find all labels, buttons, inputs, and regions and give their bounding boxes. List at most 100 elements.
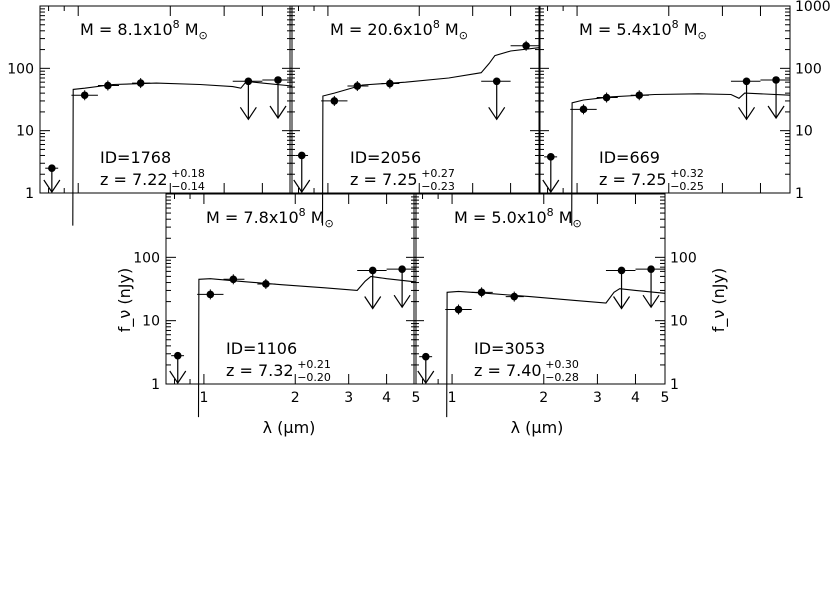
upper-limit-arrowhead xyxy=(642,294,660,309)
y-tick-label: 100 xyxy=(670,250,697,266)
x-tick-label: 4 xyxy=(382,390,391,406)
x-axis-label-right: λ (μm) xyxy=(511,418,564,437)
panel-frame xyxy=(165,193,417,385)
detection-point xyxy=(353,82,362,90)
object-id-label: ID=3053 xyxy=(474,339,545,358)
detection-point xyxy=(330,97,339,105)
y-tick-label: 10 xyxy=(142,314,160,330)
redshift-lower-error: −0.14 xyxy=(171,180,205,193)
mass-label: M = 5.4x108 M⊙ xyxy=(579,18,707,42)
detection-point xyxy=(206,290,215,299)
x-axis-label: λ (μm) xyxy=(263,418,316,437)
redshift-label: z = 7.25 xyxy=(599,170,667,189)
redshift-upper-error: +0.27 xyxy=(421,167,455,180)
x-tick-label: 5 xyxy=(661,390,670,406)
upper-limit-arrowhead xyxy=(239,106,257,121)
y-axis-label: f_ν (nJy) xyxy=(115,268,135,332)
redshift-label: z = 7.40 xyxy=(474,361,542,380)
detection-point xyxy=(602,93,611,102)
upper-limit-arrowhead xyxy=(269,105,287,120)
y-tick-label: 100 xyxy=(133,250,160,266)
object-id-label: ID=1106 xyxy=(226,339,297,358)
redshift-lower-error: −0.23 xyxy=(421,180,455,193)
y-tick-label: 1 xyxy=(795,186,804,202)
mass-label: M = 7.8x108 M⊙ xyxy=(206,206,334,230)
x-tick-label: 2 xyxy=(539,390,548,406)
y-tick-label: 100 xyxy=(7,61,34,77)
upper-limit-arrowhead xyxy=(169,370,187,385)
redshift-lower-error: −0.25 xyxy=(670,180,704,193)
y-tick-label: 1 xyxy=(151,377,160,393)
y-axis-label: f_ν (nJy) xyxy=(709,268,729,332)
redshift-upper-error: +0.21 xyxy=(297,358,331,371)
sed-panel: 1 10 100 1 2 3 4 5 M = 5.0x108 M⊙ ID=3053 z = 7.40… xyxy=(413,193,697,418)
redshift-upper-error: +0.30 xyxy=(545,358,579,371)
object-id-label: ID=1768 xyxy=(100,148,171,167)
panels-layer: 1 10 100 M = 8.1x108 M⊙ ID=1768 z = 7.22+0.18… xyxy=(7,0,830,418)
redshift-upper-error: +0.18 xyxy=(171,167,205,180)
detection-point xyxy=(579,105,588,114)
redshift-upper-error: +0.32 xyxy=(670,167,704,180)
sed-panel: 1 10 100 M = 8.1x108 M⊙ ID=1768 z = 7.22+0.18… xyxy=(7,5,293,226)
x-tick-label: 1 xyxy=(199,390,208,406)
detection-point xyxy=(104,81,112,90)
panel-frame xyxy=(289,5,541,194)
y-tick-label: 1 xyxy=(25,186,34,202)
detection-point xyxy=(454,305,463,314)
redshift-label: z = 7.32 xyxy=(226,361,294,380)
upper-limit-point xyxy=(742,77,751,86)
upper-limit-arrowhead xyxy=(488,106,506,121)
upper-limit-arrowhead xyxy=(43,179,61,194)
upper-limit-arrowhead xyxy=(293,179,311,194)
y-tick-label: 10 xyxy=(16,124,34,140)
model-sed-line xyxy=(197,275,417,418)
detection-point xyxy=(136,79,145,87)
detection-point xyxy=(477,288,486,297)
model-sed-line xyxy=(321,47,541,226)
x-tick-label: 2 xyxy=(291,390,300,406)
x-tick-label: 3 xyxy=(593,390,602,406)
x-axis-label: λ (μm) xyxy=(511,418,564,437)
detection-point xyxy=(522,41,530,50)
y-tick-label: 10 xyxy=(670,314,688,330)
panel-frame xyxy=(538,5,791,194)
detection-point xyxy=(262,280,270,288)
upper-limit-point xyxy=(274,76,282,84)
redshift-lower-error: −0.20 xyxy=(297,371,331,384)
upper-limit-arrowhead xyxy=(542,179,560,194)
mass-label: M = 8.1x108 M⊙ xyxy=(80,18,208,42)
upper-limit-arrowhead xyxy=(364,296,382,310)
upper-limit-arrowhead xyxy=(767,105,785,120)
detection-point xyxy=(510,292,519,301)
y-tick-label: 1 xyxy=(670,377,679,393)
x-axis-label-left: λ (μm) xyxy=(263,418,316,437)
y-tick-label: 1000 xyxy=(795,0,830,15)
detection-point xyxy=(229,275,238,284)
y-tick-label: 10 xyxy=(795,124,813,140)
upper-limit-point xyxy=(772,76,780,84)
object-id-label: ID=669 xyxy=(599,148,660,167)
mass-label: M = 5.0x108 M⊙ xyxy=(454,206,582,230)
x-tick-label: 1 xyxy=(448,390,457,406)
x-tick-label: 4 xyxy=(631,390,640,406)
x-tick-label: 5 xyxy=(412,390,421,406)
upper-limit-arrowhead xyxy=(613,296,631,310)
detection-point xyxy=(386,79,394,88)
panel-frame xyxy=(413,193,666,385)
redshift-label: z = 7.22 xyxy=(100,170,168,189)
model-sed-line xyxy=(571,92,791,226)
mass-label: M = 20.6x108 M⊙ xyxy=(330,18,468,42)
upper-limit-point xyxy=(492,77,501,86)
panel-frame xyxy=(39,5,293,194)
redshift-lower-error: −0.28 xyxy=(545,371,579,384)
model-sed-line xyxy=(446,288,666,418)
upper-limit-point xyxy=(244,77,253,86)
x-tick-label: 3 xyxy=(344,390,353,406)
redshift-label: z = 7.25 xyxy=(350,170,418,189)
upper-limit-arrowhead xyxy=(738,106,756,121)
sed-panel: 1 10 100 1 2 3 4 5 M = 7.8x108 M⊙ ID=1106 z = 7.32… xyxy=(133,193,421,418)
detection-point xyxy=(80,91,89,100)
